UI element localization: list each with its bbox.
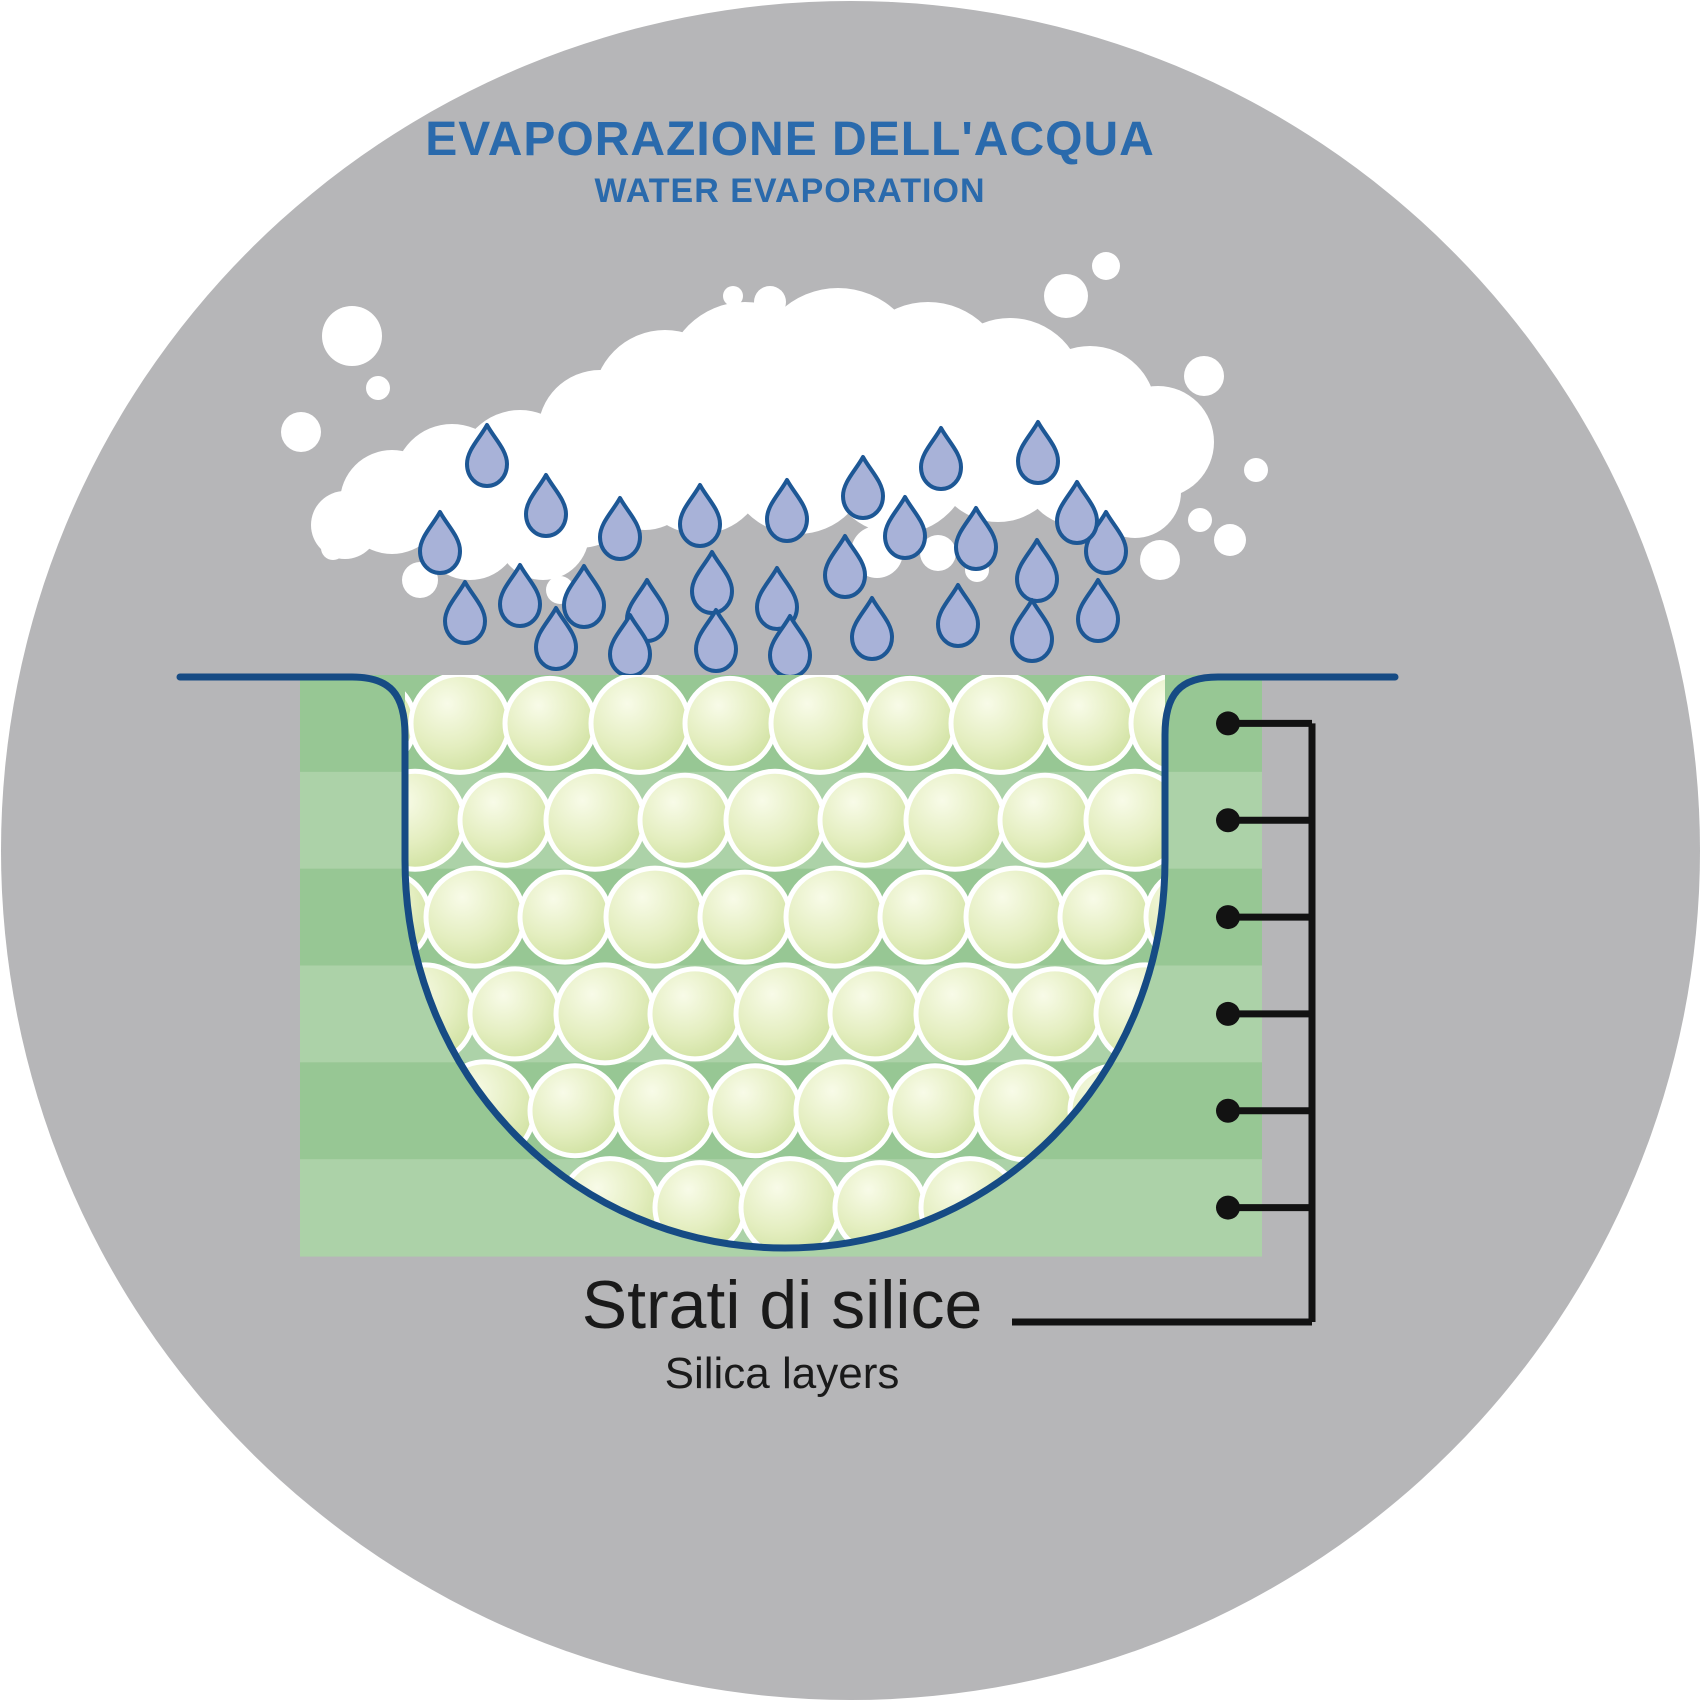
cloud-icon bbox=[1044, 274, 1088, 318]
caption-italian: Strati di silice bbox=[582, 1267, 983, 1343]
silica-sphere-icon bbox=[647, 966, 743, 1062]
layer-marker-dot-icon bbox=[1216, 711, 1240, 736]
layer-callout bbox=[1012, 711, 1316, 1326]
silica-sphere-icon bbox=[817, 772, 913, 868]
silica-sphere-icon bbox=[613, 1059, 717, 1163]
cloud-icon bbox=[1092, 252, 1120, 280]
silica-sphere-icon bbox=[768, 675, 872, 775]
silica-sphere-icon bbox=[588, 675, 692, 775]
silica-sphere-icon bbox=[502, 675, 598, 771]
title-italian: EVAPORAZIONE DELL'ACQUA bbox=[425, 113, 1155, 166]
silica-sphere-icon bbox=[862, 675, 958, 771]
silica-sphere-icon bbox=[553, 962, 657, 1066]
cloud-icon bbox=[281, 412, 321, 452]
silica-sphere-icon bbox=[457, 772, 553, 868]
silica-sphere-icon bbox=[877, 869, 973, 965]
silica-sphere-icon bbox=[793, 1059, 897, 1163]
silica-sphere-icon bbox=[682, 675, 778, 771]
cloud-icon bbox=[1184, 356, 1224, 396]
silica-sphere-icon bbox=[1143, 865, 1165, 969]
silica-sphere-icon bbox=[903, 768, 1007, 872]
silica-sphere-icon bbox=[603, 865, 707, 969]
silica-sphere-icon bbox=[423, 865, 527, 969]
layer-marker-dot-icon bbox=[1216, 1001, 1240, 1026]
cloud-icon bbox=[1188, 508, 1212, 532]
cloud-icon bbox=[723, 286, 743, 306]
silica-sphere-icon bbox=[408, 675, 512, 775]
silica-sphere-icon bbox=[783, 865, 887, 969]
layer-marker-dot-icon bbox=[1216, 1195, 1240, 1220]
silica-sphere-icon bbox=[997, 772, 1093, 868]
cloud-icon bbox=[1244, 458, 1268, 482]
cloud-icon bbox=[754, 286, 786, 318]
silica-sphere-icon bbox=[1128, 675, 1165, 775]
cloud-icon bbox=[1089, 446, 1181, 538]
silica-sphere-icon bbox=[707, 1063, 803, 1159]
silica-sphere-icon bbox=[913, 962, 1017, 1066]
silica-sphere-icon bbox=[723, 768, 827, 872]
caption-english: Silica layers bbox=[665, 1349, 900, 1398]
silica-sphere-icon bbox=[697, 869, 793, 965]
cloud-icon bbox=[920, 535, 956, 571]
layer-marker-dot-icon bbox=[1216, 905, 1240, 930]
silica-sphere-icon bbox=[1042, 675, 1138, 771]
silica-sphere-icon bbox=[948, 675, 1052, 775]
cloud-icon bbox=[1214, 524, 1246, 556]
silica-sphere-icon bbox=[1007, 966, 1103, 1062]
silica-sphere-icon bbox=[527, 1063, 623, 1159]
layer-marker-dot-icon bbox=[1216, 1098, 1240, 1123]
silica-sphere-icon bbox=[517, 869, 613, 965]
cloud-icon bbox=[1140, 540, 1180, 580]
silica-sphere-icon bbox=[738, 1156, 842, 1248]
title-english: WATER EVAPORATION bbox=[595, 172, 986, 210]
silica-sphere-icon bbox=[1057, 869, 1153, 965]
silica-sphere-icon bbox=[827, 966, 923, 1062]
silica-sphere-icon bbox=[887, 1063, 983, 1159]
silica-sphere-icon bbox=[1083, 768, 1165, 872]
silica-sphere-icon bbox=[963, 865, 1067, 969]
cloud-icon bbox=[726, 390, 870, 534]
layer-marker-dot-icon bbox=[1216, 808, 1240, 833]
basin-outline bbox=[176, 673, 1399, 1252]
cloud-icon bbox=[321, 536, 345, 560]
silica-sphere-icon bbox=[543, 768, 647, 872]
silica-sphere-icon bbox=[637, 772, 733, 868]
silica-sphere-icon bbox=[733, 962, 837, 1066]
cloud-icon bbox=[322, 306, 382, 366]
silica-sphere-icon bbox=[467, 966, 563, 1062]
cloud-icon bbox=[366, 376, 390, 400]
